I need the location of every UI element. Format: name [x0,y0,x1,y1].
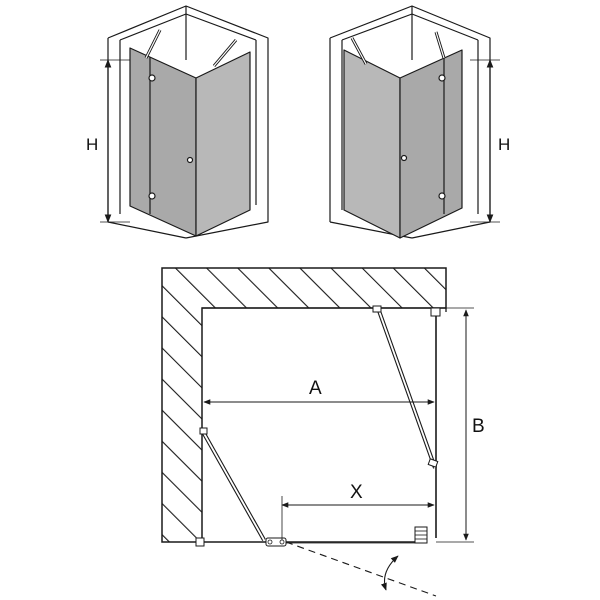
door-swing-path [285,541,437,597]
glass-door-left [129,47,197,237]
wall-hatched [161,267,447,543]
height-label-right: H [498,135,510,154]
glass-door-right [399,49,463,239]
glass-side-right [343,49,401,239]
enclosure-view-left [100,5,269,239]
glass-side-left [195,51,251,237]
plan-view [161,267,474,597]
height-label-left: H [86,135,98,154]
depth-label-b: B [472,416,485,437]
width-label-a: A [309,378,322,399]
enclosure-view-right [329,5,500,239]
opening-label-x: X [350,482,363,503]
